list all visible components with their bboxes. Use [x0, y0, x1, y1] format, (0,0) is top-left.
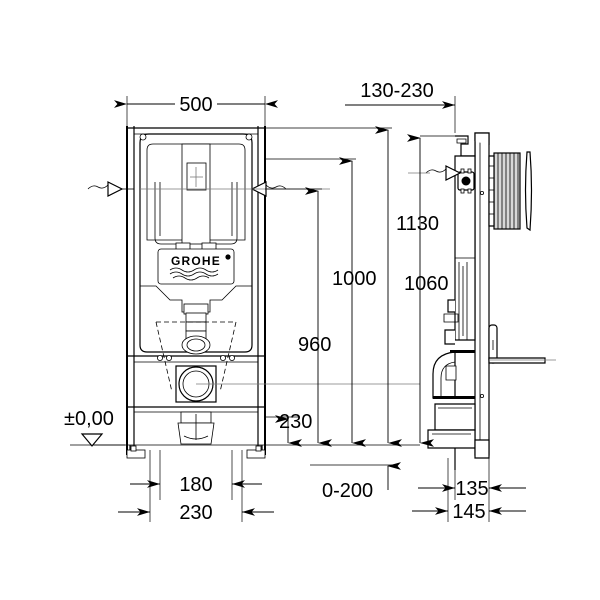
dimension-offset-0-200: 0-200 — [310, 462, 401, 502]
break-line-icon-left — [87, 181, 134, 197]
datum-level-marker: ±0,00 — [64, 408, 114, 430]
dim-label-1000: 1000 — [332, 268, 377, 290]
dimension-side-145: 145 — [412, 458, 526, 523]
grohe-logo: GROHE — [169, 254, 231, 281]
datum-label: ±0,00 — [64, 408, 114, 430]
actuator-plate — [488, 152, 521, 230]
dimension-height-1000: 1000 — [332, 157, 377, 447]
grohe-logo-dot — [225, 254, 231, 260]
dimension-width-500: 500 — [114, 94, 278, 126]
dimension-depth-130-230: 130-230 — [345, 80, 456, 133]
dim-label-130-230: 130-230 — [360, 80, 433, 102]
dim-label-1130: 1130 — [396, 213, 439, 235]
dimension-base-180: 180 — [130, 450, 262, 500]
dim-label-230-vertical: 230 — [279, 411, 312, 433]
front-elevation-view: GROHE — [87, 126, 420, 459]
dim-label-500: 500 — [179, 94, 212, 116]
dim-label-135: 135 — [455, 478, 488, 500]
dim-label-1060: 1060 — [404, 273, 449, 295]
dim-label-960: 960 — [298, 334, 331, 356]
datum-level-icon — [70, 433, 125, 447]
dim-label-0-200: 0-200 — [322, 480, 373, 502]
frame-feet — [90, 444, 420, 459]
side-section-view — [408, 132, 556, 470]
dimension-height-1060: 1060 — [404, 134, 449, 447]
dimension-side-135: 135 — [418, 458, 526, 500]
flush-pipe-assembly — [127, 285, 420, 445]
dim-label-180: 180 — [179, 474, 212, 496]
dimension-base-230: 230 — [118, 450, 274, 524]
dim-label-230-horizontal: 230 — [179, 502, 212, 524]
dimension-height-960: 960 — [298, 187, 332, 447]
dim-label-145: 145 — [452, 501, 485, 523]
grohe-wordmark: GROHE — [171, 254, 221, 268]
dimension-height-230: 230 — [275, 411, 312, 447]
